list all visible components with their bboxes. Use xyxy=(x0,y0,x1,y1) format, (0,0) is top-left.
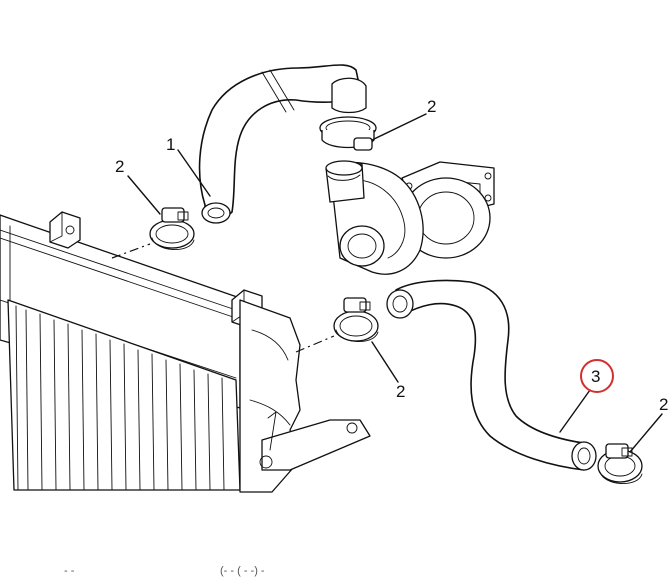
callout-hose-lower: 3 xyxy=(591,367,600,386)
clamp-top-right xyxy=(319,116,377,151)
footer-text-left: - - xyxy=(64,565,75,577)
clamp-far-right xyxy=(597,443,643,484)
callout-clamp-top-right: 2 xyxy=(427,97,436,116)
clamp-left xyxy=(149,207,195,250)
callout-hose-upper: 1 xyxy=(166,135,175,154)
callout-clamp-far-right: 2 xyxy=(659,395,668,414)
footer-text-right: (- - ( - -) - xyxy=(220,565,265,577)
leader-lines xyxy=(127,113,663,453)
callout-clamp-left: 2 xyxy=(115,157,124,176)
hose-lower xyxy=(386,279,597,471)
clamp-lower-middle xyxy=(333,297,379,342)
radiator-assembly xyxy=(0,211,371,493)
centerline-left xyxy=(111,243,151,259)
callout-highlight-circle xyxy=(580,359,614,393)
hose-upper xyxy=(198,64,367,224)
mount-block-left xyxy=(49,211,81,249)
turbocharger xyxy=(325,160,495,275)
callout-clamp-lower-middle: 2 xyxy=(396,382,405,401)
centerline-middle xyxy=(295,335,335,353)
